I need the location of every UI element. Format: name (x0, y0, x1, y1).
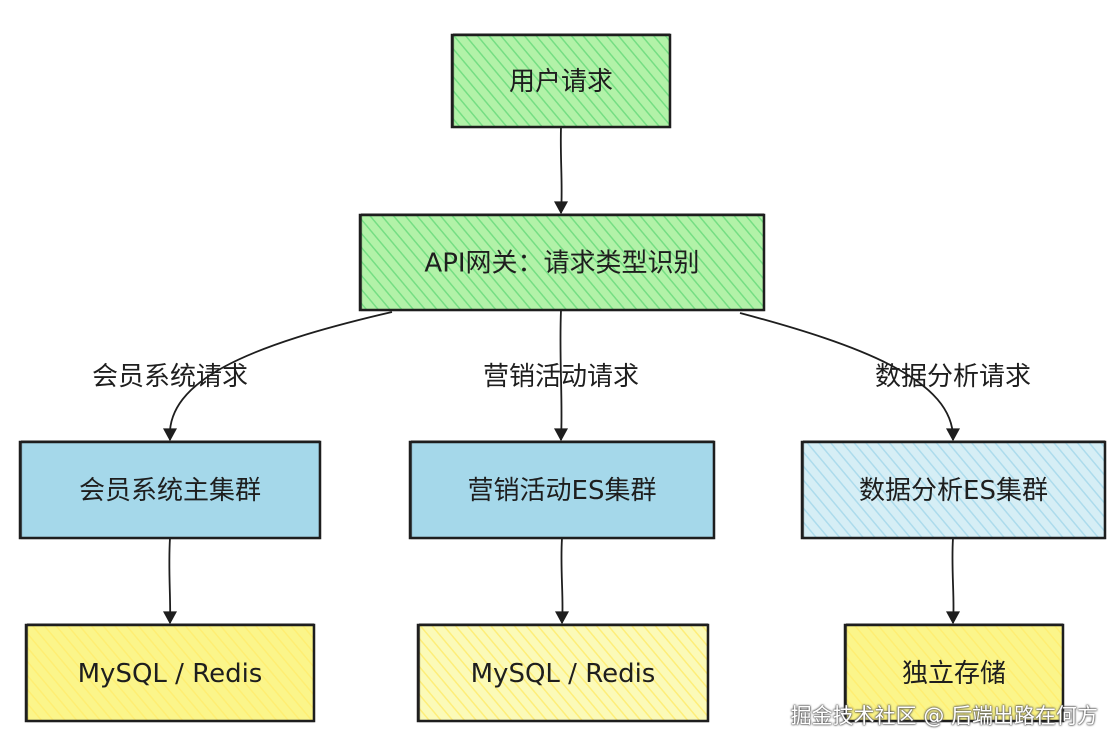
node-box (800, 440, 1107, 540)
node-box (408, 440, 716, 540)
node-label: 数据分析ES集群 (859, 476, 1048, 506)
node-box (416, 623, 710, 723)
node-user-request: 用户请求 (450, 33, 672, 129)
node-box-sketch (452, 33, 671, 129)
edge-label: 营销活动请求 (483, 362, 639, 392)
edge-analytics-cluster-to-storage-3 (951, 537, 955, 624)
node-storage-2: MySQL / Redis (416, 623, 710, 723)
node-box-sketch (20, 440, 321, 540)
node-label: MySQL / Redis (78, 659, 263, 689)
node-box-sketch (845, 623, 1064, 723)
node-storage-1: MySQL / Redis (24, 623, 316, 723)
arrowhead (945, 428, 961, 442)
node-box-sketch (26, 623, 315, 723)
node-box (358, 213, 766, 312)
node-box-sketch (410, 440, 715, 540)
node-api-gateway: API网关：请求类型识别 (358, 213, 766, 312)
node-label: 独立存储 (902, 659, 1006, 689)
edge-label: 会员系统请求 (92, 362, 248, 392)
node-analytics-cluster: 数据分析ES集群 (800, 440, 1107, 540)
arrowhead (945, 611, 961, 625)
arrowhead (553, 428, 569, 442)
edge-api-gateway-to-analytics-cluster (739, 312, 954, 441)
node-marketing-cluster: 营销活动ES集群 (408, 440, 716, 540)
edge-label: 数据分析请求 (875, 362, 1031, 392)
node-label: 营销活动ES集群 (468, 476, 657, 506)
node-label: API网关：请求类型识别 (424, 249, 699, 279)
edge-api-gateway-to-member-cluster (169, 311, 393, 441)
node-box (450, 33, 672, 129)
edge-marketing-cluster-to-storage-2 (560, 537, 564, 624)
arrowhead (554, 611, 570, 625)
node-storage-3: 独立存储 (843, 623, 1065, 723)
node-label: 会员系统主集群 (79, 476, 261, 506)
edge-user-request-to-api-gateway (559, 126, 563, 214)
arrowhead (162, 611, 178, 625)
node-label: MySQL / Redis (471, 659, 656, 689)
node-box-sketch (802, 440, 1106, 540)
arrowhead (553, 201, 569, 215)
node-member-cluster: 会员系统主集群 (18, 440, 322, 540)
arrowhead (162, 428, 178, 442)
watermark: 掘金技术社区 @ 后端出路在何方 (790, 704, 1098, 728)
edge-api-gateway-to-marketing-cluster (559, 309, 563, 441)
node-box (18, 440, 322, 540)
node-box-sketch (418, 623, 709, 723)
node-label: 用户请求 (509, 67, 613, 97)
node-box-sketch (360, 213, 765, 312)
edge-member-cluster-to-storage-1 (168, 537, 172, 624)
